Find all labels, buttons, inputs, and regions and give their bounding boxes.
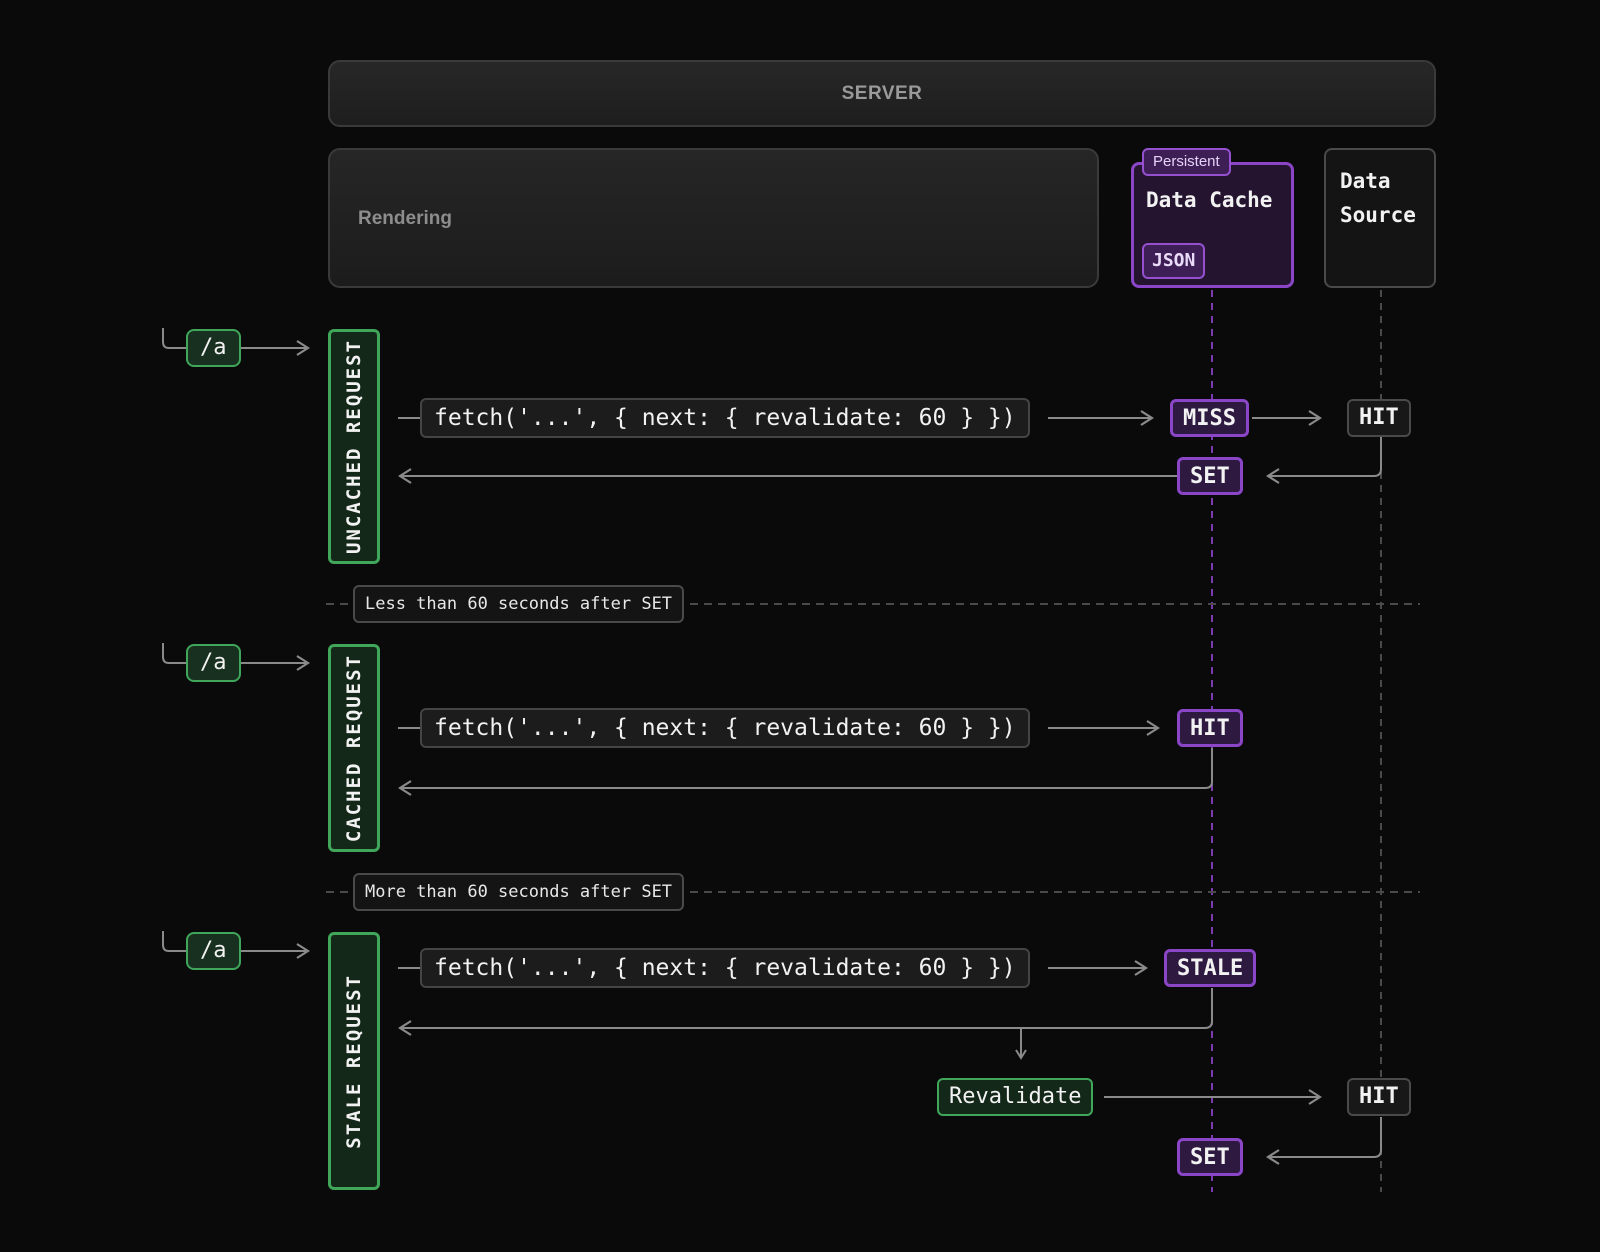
source-to-set-arrow-2 [1268,1117,1381,1157]
route-hook-2 [163,643,186,663]
cached-request-bar: CACHED REQUEST [328,644,380,852]
route-badge-stale: /a [186,932,241,970]
separator-label-less-than: Less than 60 seconds after SET [353,585,684,623]
fetch-call-uncached: fetch('...', { next: { revalidate: 60 } … [420,398,1030,438]
cache-set-badge: SET [1177,457,1243,495]
route-hook-3 [163,931,186,951]
source-hit-badge-2: HIT [1347,1078,1411,1116]
hit-to-render-arrow [400,748,1212,788]
separator-label-more-than: More than 60 seconds after SET [353,873,684,911]
cache-miss-badge: MISS [1170,399,1249,437]
uncached-request-bar: UNCACHED REQUEST [328,329,380,564]
cached-request-label: CACHED REQUEST [343,654,365,842]
data-source-line-2: Source [1340,198,1434,232]
source-hit-badge: HIT [1347,399,1411,437]
cache-set-badge-2: SET [1177,1138,1243,1176]
stale-request-label: STALE REQUEST [343,974,365,1149]
stale-request-bar: STALE REQUEST [328,932,380,1190]
rendering-label: Rendering [358,208,452,229]
route-hook-1 [163,328,186,348]
source-to-set-arrow [1268,437,1381,476]
rendering-panel: Rendering [328,148,1099,288]
fetch-call-cached: fetch('...', { next: { revalidate: 60 } … [420,708,1030,748]
data-source-line-1: Data [1340,164,1434,198]
route-badge-cached: /a [186,644,241,682]
persistent-badge: Persistent [1142,148,1231,176]
fetch-call-stale: fetch('...', { next: { revalidate: 60 } … [420,948,1030,988]
server-header: SERVER [328,60,1436,127]
data-cache-title: Data Cache [1146,188,1272,212]
cache-stale-badge: STALE [1164,949,1256,987]
uncached-request-label: UNCACHED REQUEST [343,339,365,554]
data-source-panel: Data Source [1324,148,1436,288]
revalidate-badge: Revalidate [937,1078,1093,1116]
json-badge: JSON [1142,243,1205,279]
cache-hit-badge: HIT [1177,709,1243,747]
stale-to-render-arrow [400,988,1212,1028]
route-badge-uncached: /a [186,329,241,367]
